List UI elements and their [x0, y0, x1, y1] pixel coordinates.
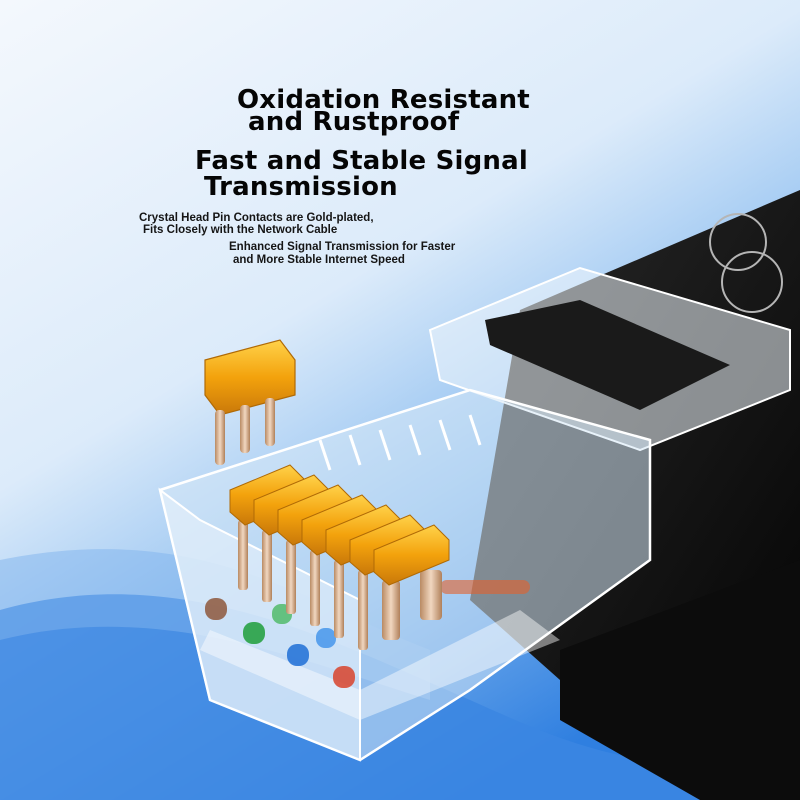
- caption-gold-plated-line-1: Crystal Head Pin Contacts are Gold-plate…: [139, 212, 374, 224]
- exploded-gold-pin: [204, 339, 296, 465]
- wire-blue-top: [316, 628, 336, 648]
- black-cable-lower: [560, 560, 800, 800]
- boot-hole-bottom: [721, 251, 783, 313]
- clear-plastic-bottom: [200, 610, 560, 720]
- caption-enhanced-line-1: Enhanced Signal Transmission for Faster: [229, 241, 456, 253]
- dark-latch-window: [485, 300, 730, 410]
- pin-legs: [238, 520, 442, 650]
- headline-oxidation-line-1: Oxidation Resistant: [237, 85, 530, 115]
- headline-oxidation-line-2: and Rustproof: [248, 107, 460, 137]
- wire-blue: [287, 644, 309, 666]
- gold-contacts: [229, 464, 450, 586]
- caption-enhanced-line-2: and More Stable Internet Speed: [233, 254, 405, 266]
- wire-brown: [205, 598, 227, 620]
- caption-gold-plated-line-2: Fits Closely with the Network Cable: [143, 224, 338, 236]
- headline-signal-line-2: Transmission: [204, 172, 398, 202]
- wire-red: [333, 666, 355, 688]
- wire-orange: [440, 580, 530, 594]
- headline-signal-line-1: Fast and Stable Signal: [195, 146, 528, 176]
- wire-green: [243, 622, 265, 644]
- clear-plastic-ridges: [318, 414, 482, 471]
- boot-hole-top: [709, 213, 767, 271]
